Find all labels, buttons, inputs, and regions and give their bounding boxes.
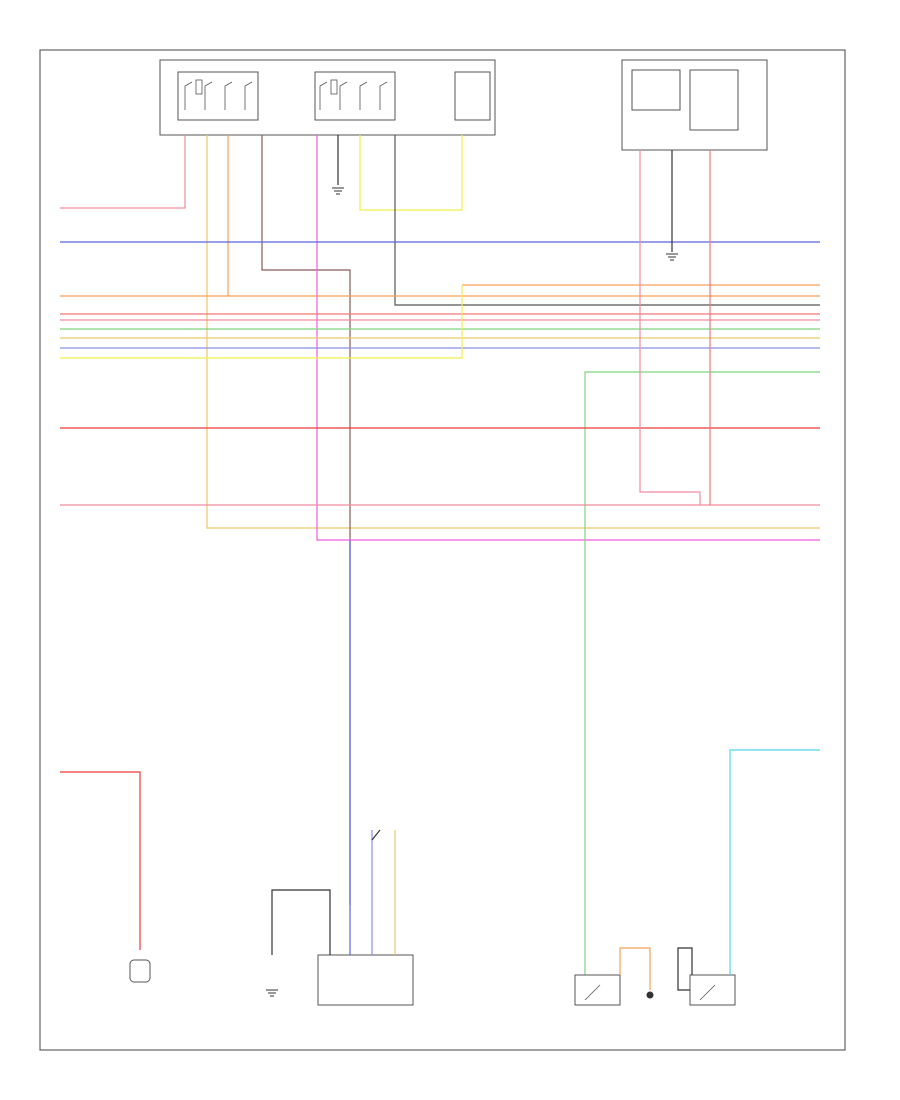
horn-body [129, 959, 151, 983]
relay-2 [314, 71, 396, 121]
ground-top-symbol [332, 187, 344, 195]
relay-2-switches [319, 79, 388, 110]
wire-brown-drop [261, 135, 351, 905]
wire-sw-right-dark [677, 947, 693, 991]
bus-green-right [584, 371, 820, 975]
relay-box [159, 59, 496, 136]
wire-magenta-drop [316, 135, 820, 541]
wire-pcm-pink [639, 150, 701, 505]
sw-mid-ground [646, 991, 654, 999]
wire-orange-drop [60, 135, 229, 297]
pcm-inner-left [631, 69, 681, 111]
wire-horn-red [60, 771, 141, 950]
wire-sw-orange [619, 947, 651, 990]
sw-right-box [689, 974, 736, 1006]
diagram-frame [39, 49, 846, 1051]
bus-yellow [60, 285, 463, 359]
pcm-module [621, 59, 768, 151]
pcm-inner-right [689, 69, 739, 131]
wire-fuelpump-dark2 [371, 829, 381, 841]
wire-tan-drop [206, 135, 820, 529]
ground-bottom-left-symbol [266, 989, 278, 997]
sw-right-contact [699, 984, 716, 1001]
wire-pink-drop [60, 135, 186, 209]
sw-left-box [574, 974, 621, 1006]
relay-1 [177, 71, 259, 121]
sw-left-contact [584, 984, 601, 1001]
fuel-pump-module [317, 954, 414, 1006]
ground-pcm-symbol [666, 253, 678, 261]
wire-darkgray-drop [394, 135, 820, 306]
wire-fuelpump-ground [271, 889, 331, 955]
wire-yellow-loop [359, 135, 463, 211]
relay-box-fuse [454, 71, 491, 121]
relay-1-switches [184, 79, 253, 110]
wire-sw-cyan [729, 749, 820, 975]
